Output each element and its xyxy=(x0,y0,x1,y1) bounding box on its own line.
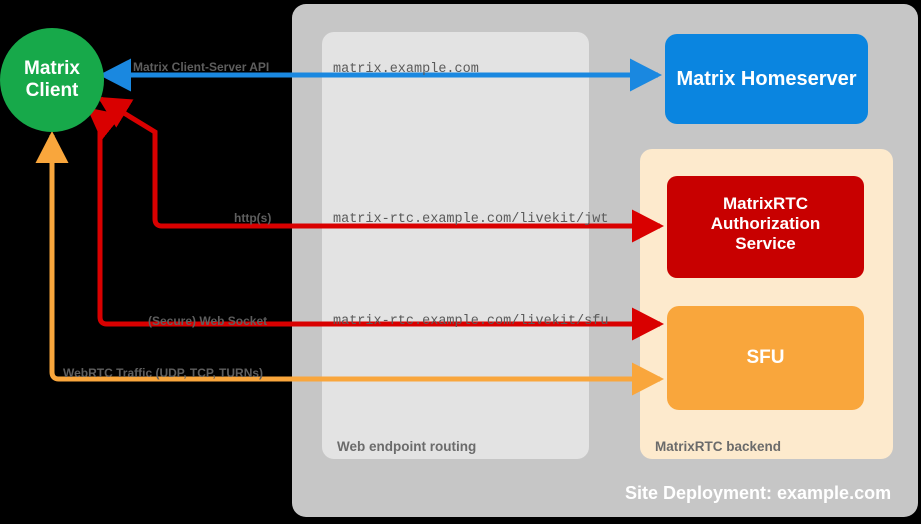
zone-label-site-deployment: Site Deployment: example.com xyxy=(625,483,892,503)
zone-label-web-endpoint-routing: Web endpoint routing xyxy=(337,439,477,454)
edge-label-websocket: (Secure) Web Socket xyxy=(148,314,268,328)
edge-https xyxy=(97,96,665,243)
endpoint-url-sfu: matrix-rtc.example.com/livekit/sfu xyxy=(333,314,609,329)
edge-label-https: http(s) xyxy=(234,211,272,225)
web-endpoint-routing-panel xyxy=(322,32,589,459)
node-matrix-client[interactable] xyxy=(0,28,104,132)
edge-websocket xyxy=(86,107,665,341)
endpoint-url-jwt: matrix-rtc.example.com/livekit/jwt xyxy=(333,212,609,227)
node-matrix-homeserver[interactable] xyxy=(665,34,868,124)
node-sfu[interactable] xyxy=(667,306,864,410)
node-matrixrtc-authorization-service[interactable] xyxy=(667,176,864,278)
edge-label-client-server-api: Matrix Client-Server API xyxy=(133,60,270,74)
zone-label-matrixrtc-backend: MatrixRTC backend xyxy=(655,439,782,454)
edge-webrtc xyxy=(35,130,665,396)
edge-label-webrtc: WebRTC Traffic (UDP, TCP, TURNs) xyxy=(63,366,264,380)
endpoint-url-homeserver: matrix.example.com xyxy=(333,62,479,77)
